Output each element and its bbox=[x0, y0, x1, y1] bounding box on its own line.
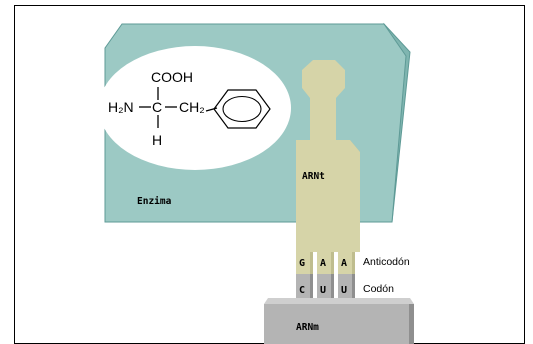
codon-leg bbox=[296, 274, 313, 300]
cooh-label: COOH bbox=[151, 69, 193, 85]
base-pair-legs: G C A U A U bbox=[296, 252, 355, 300]
codon-leg bbox=[317, 274, 334, 300]
anticodon-leg-edge bbox=[310, 252, 313, 274]
codon-base: U bbox=[320, 285, 326, 296]
mrna-front-face bbox=[264, 304, 409, 344]
codon-leg-edge bbox=[310, 274, 313, 300]
codon-leg bbox=[338, 274, 355, 300]
h-label: H bbox=[152, 132, 162, 148]
bond-ch2-ring bbox=[205, 107, 218, 112]
codon-base: U bbox=[341, 285, 347, 296]
mrna-label: ARNm bbox=[296, 322, 319, 333]
anticodon-leg bbox=[317, 252, 334, 274]
molecule-oval bbox=[99, 46, 291, 170]
codon-base: C bbox=[299, 285, 305, 296]
alpha-carbon-label: C bbox=[152, 99, 162, 115]
benzene-ring-icon bbox=[213, 89, 271, 129]
mrna-side-face bbox=[409, 304, 414, 344]
mrna-top-face bbox=[264, 298, 414, 304]
trna-main-face bbox=[296, 60, 360, 252]
trna-label: ARNt bbox=[302, 171, 325, 182]
mrna-strand: ARNm bbox=[264, 298, 414, 344]
trna-molecule: ARNt bbox=[296, 60, 360, 252]
anticodon-base: G bbox=[299, 258, 305, 269]
anticodon-leg bbox=[296, 252, 313, 274]
codon-label: Codón bbox=[363, 283, 394, 295]
h2n-label: H₂N bbox=[108, 99, 134, 115]
anticodon-leg bbox=[338, 252, 355, 274]
anticodon-base: A bbox=[320, 258, 326, 269]
codon-leg-edge bbox=[331, 274, 334, 300]
enzyme-label: Enzima bbox=[137, 196, 172, 207]
codon-leg-edge bbox=[352, 274, 355, 300]
anticodon-leg-edge bbox=[352, 252, 355, 274]
ch2-label: CH₂ bbox=[179, 99, 205, 115]
phenylalanine-structure: COOH H₂N C CH₂ H bbox=[108, 69, 271, 148]
anticodon-label: Anticodón bbox=[363, 256, 410, 268]
anticodon-leg-edge bbox=[331, 252, 334, 274]
anticodon-base: A bbox=[341, 258, 347, 269]
